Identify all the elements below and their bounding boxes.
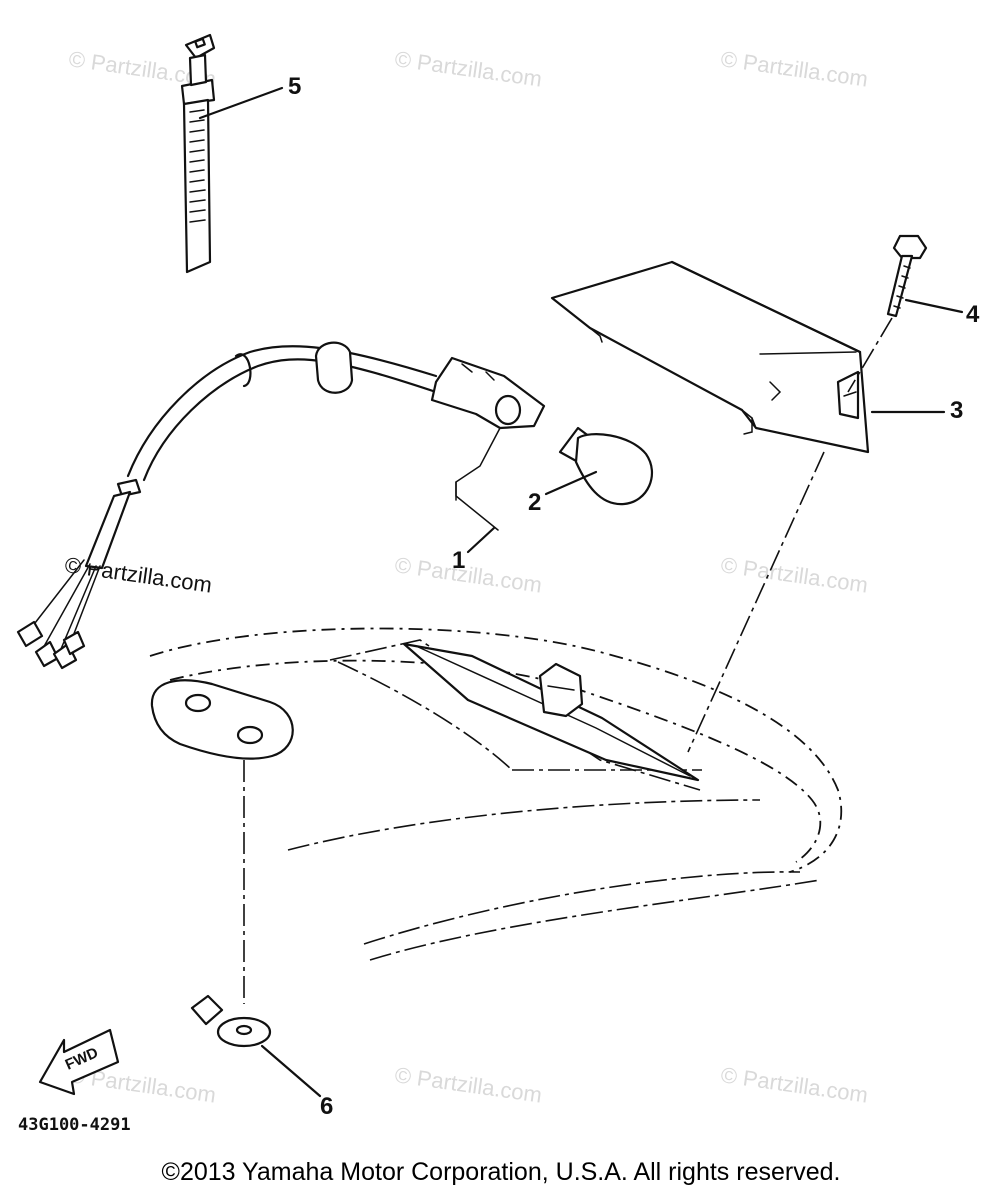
cap-part-6: [190, 994, 272, 1048]
watermark: © Partzilla.com: [719, 552, 869, 597]
watermark-layer: © Partzilla.com © Partzilla.com © Partzi…: [63, 46, 869, 1107]
watermark: © Partzilla.com: [393, 1062, 543, 1107]
lens-cover-part-3: [550, 260, 870, 454]
copyright-notice: ©2013 Yamaha Motor Corporation, U.S.A. A…: [161, 1158, 841, 1186]
cover-assembly-line: [687, 451, 825, 753]
mount-plate: [150, 679, 294, 760]
leader-line-5: [198, 86, 284, 120]
leader-line-4: [904, 298, 964, 314]
cable-tie-part-5: [180, 33, 216, 274]
leader-line-6: [260, 1044, 322, 1098]
hull-body: [149, 627, 843, 961]
watermark: © Partzilla.com: [393, 46, 543, 91]
callout-2: 2: [528, 489, 541, 516]
cable-tie-ridges: [189, 109, 206, 223]
callout-3: 3: [950, 397, 963, 424]
callout-1: 1: [452, 547, 465, 574]
watermark: © Partzilla.com: [393, 552, 543, 597]
bulb-part-2: [558, 426, 653, 506]
diagram-part-code: 43G100-4291: [18, 1115, 131, 1135]
watermark: © Partzilla.com: [719, 46, 869, 91]
watermark: © Partzilla.com: [719, 1062, 869, 1107]
callout-5: 5: [288, 73, 301, 100]
fwd-arrow-icon: FWD: [38, 1028, 120, 1096]
screw-part-4: [886, 234, 928, 318]
socket-harness-part-1: [16, 341, 546, 670]
callout-4: 4: [966, 301, 980, 328]
callout-6: 6: [320, 1093, 333, 1120]
leader-line-2: [544, 470, 598, 496]
screw-assembly-line: [847, 317, 893, 393]
leader-line-1: [466, 526, 496, 554]
